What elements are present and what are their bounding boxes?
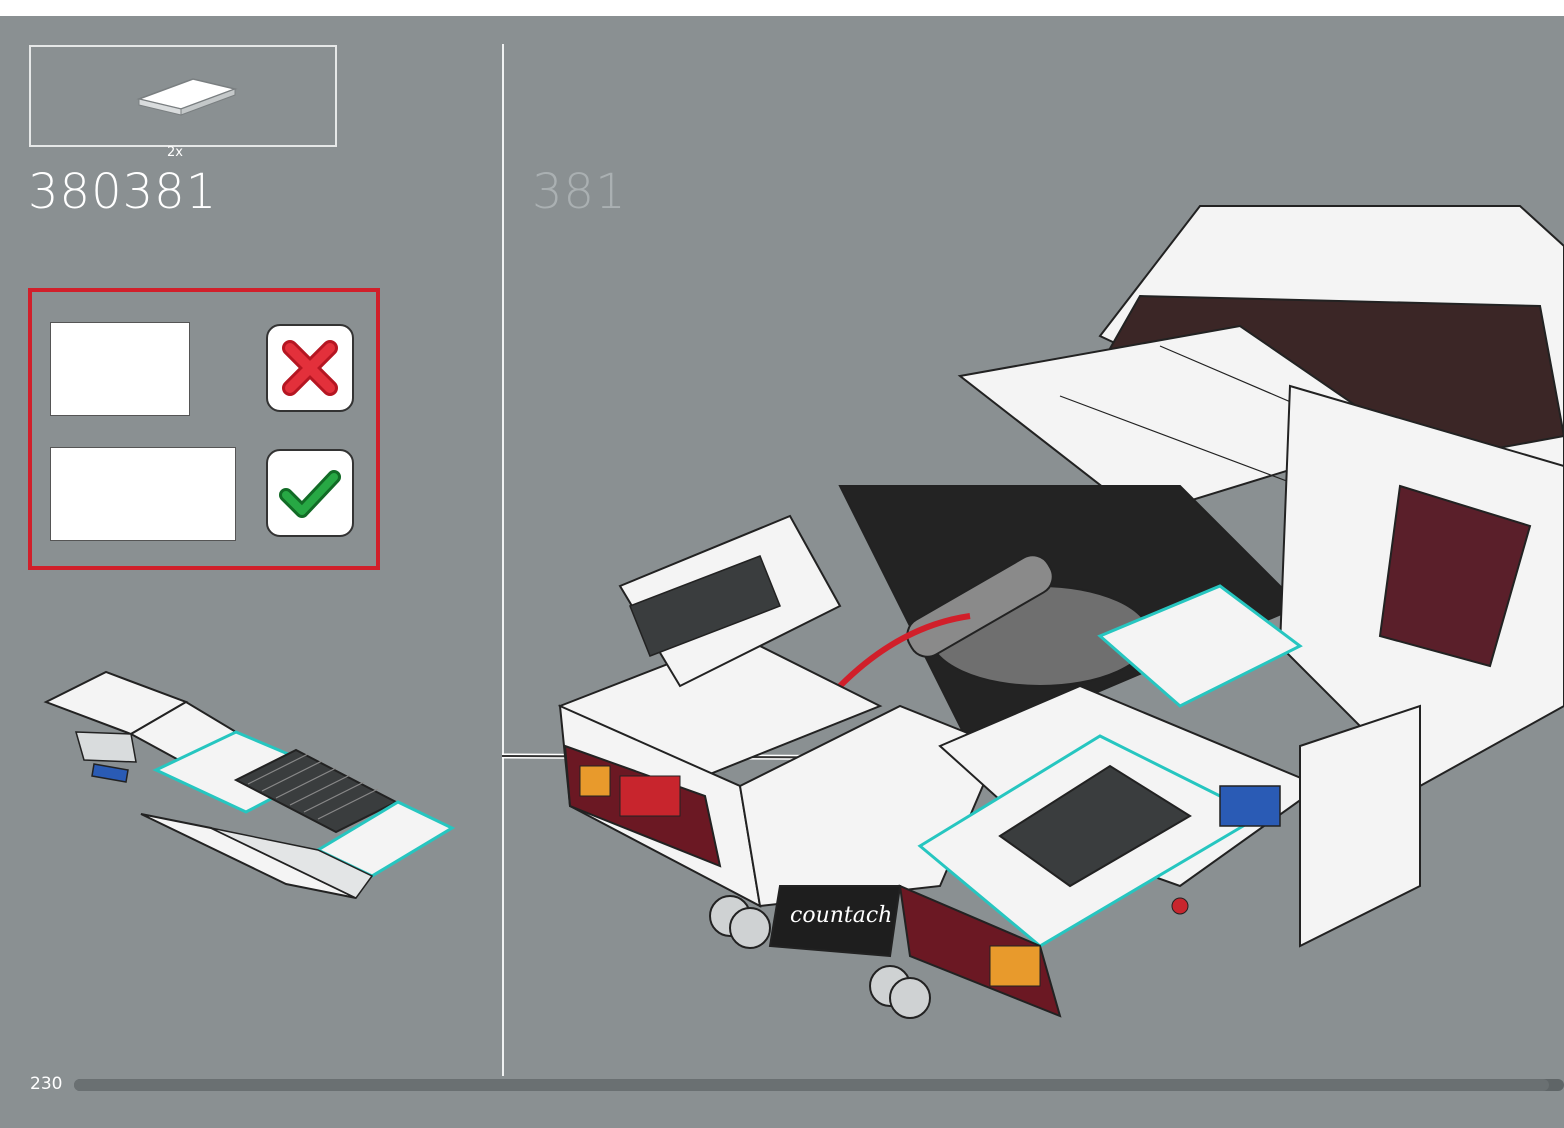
orientation-check-box	[28, 288, 380, 570]
plate-logo-text: countach	[790, 903, 892, 928]
progress-fill	[74, 1079, 1550, 1091]
step-number-current: 381	[122, 164, 218, 220]
progress-track	[74, 1079, 1564, 1091]
model-illustration: countach	[557, 205, 1564, 1019]
red-x-icon	[266, 324, 354, 412]
page-number: 230	[30, 1074, 63, 1094]
white-tile-icon	[136, 78, 238, 116]
parts-callout: 2x	[29, 45, 337, 160]
panel-divider	[502, 44, 504, 1076]
wrong-sample	[50, 322, 190, 416]
correct-sample	[50, 447, 236, 541]
part-quantity: 2x	[167, 145, 183, 160]
step-number-previous: 380	[28, 164, 123, 220]
instruction-page: 2x 380381 381	[0, 16, 1564, 1128]
step-number-pair: 380381	[28, 164, 217, 220]
green-check-icon	[266, 449, 354, 537]
sub-assembly-illustration	[43, 670, 456, 899]
step-number-next: 381	[532, 164, 627, 220]
